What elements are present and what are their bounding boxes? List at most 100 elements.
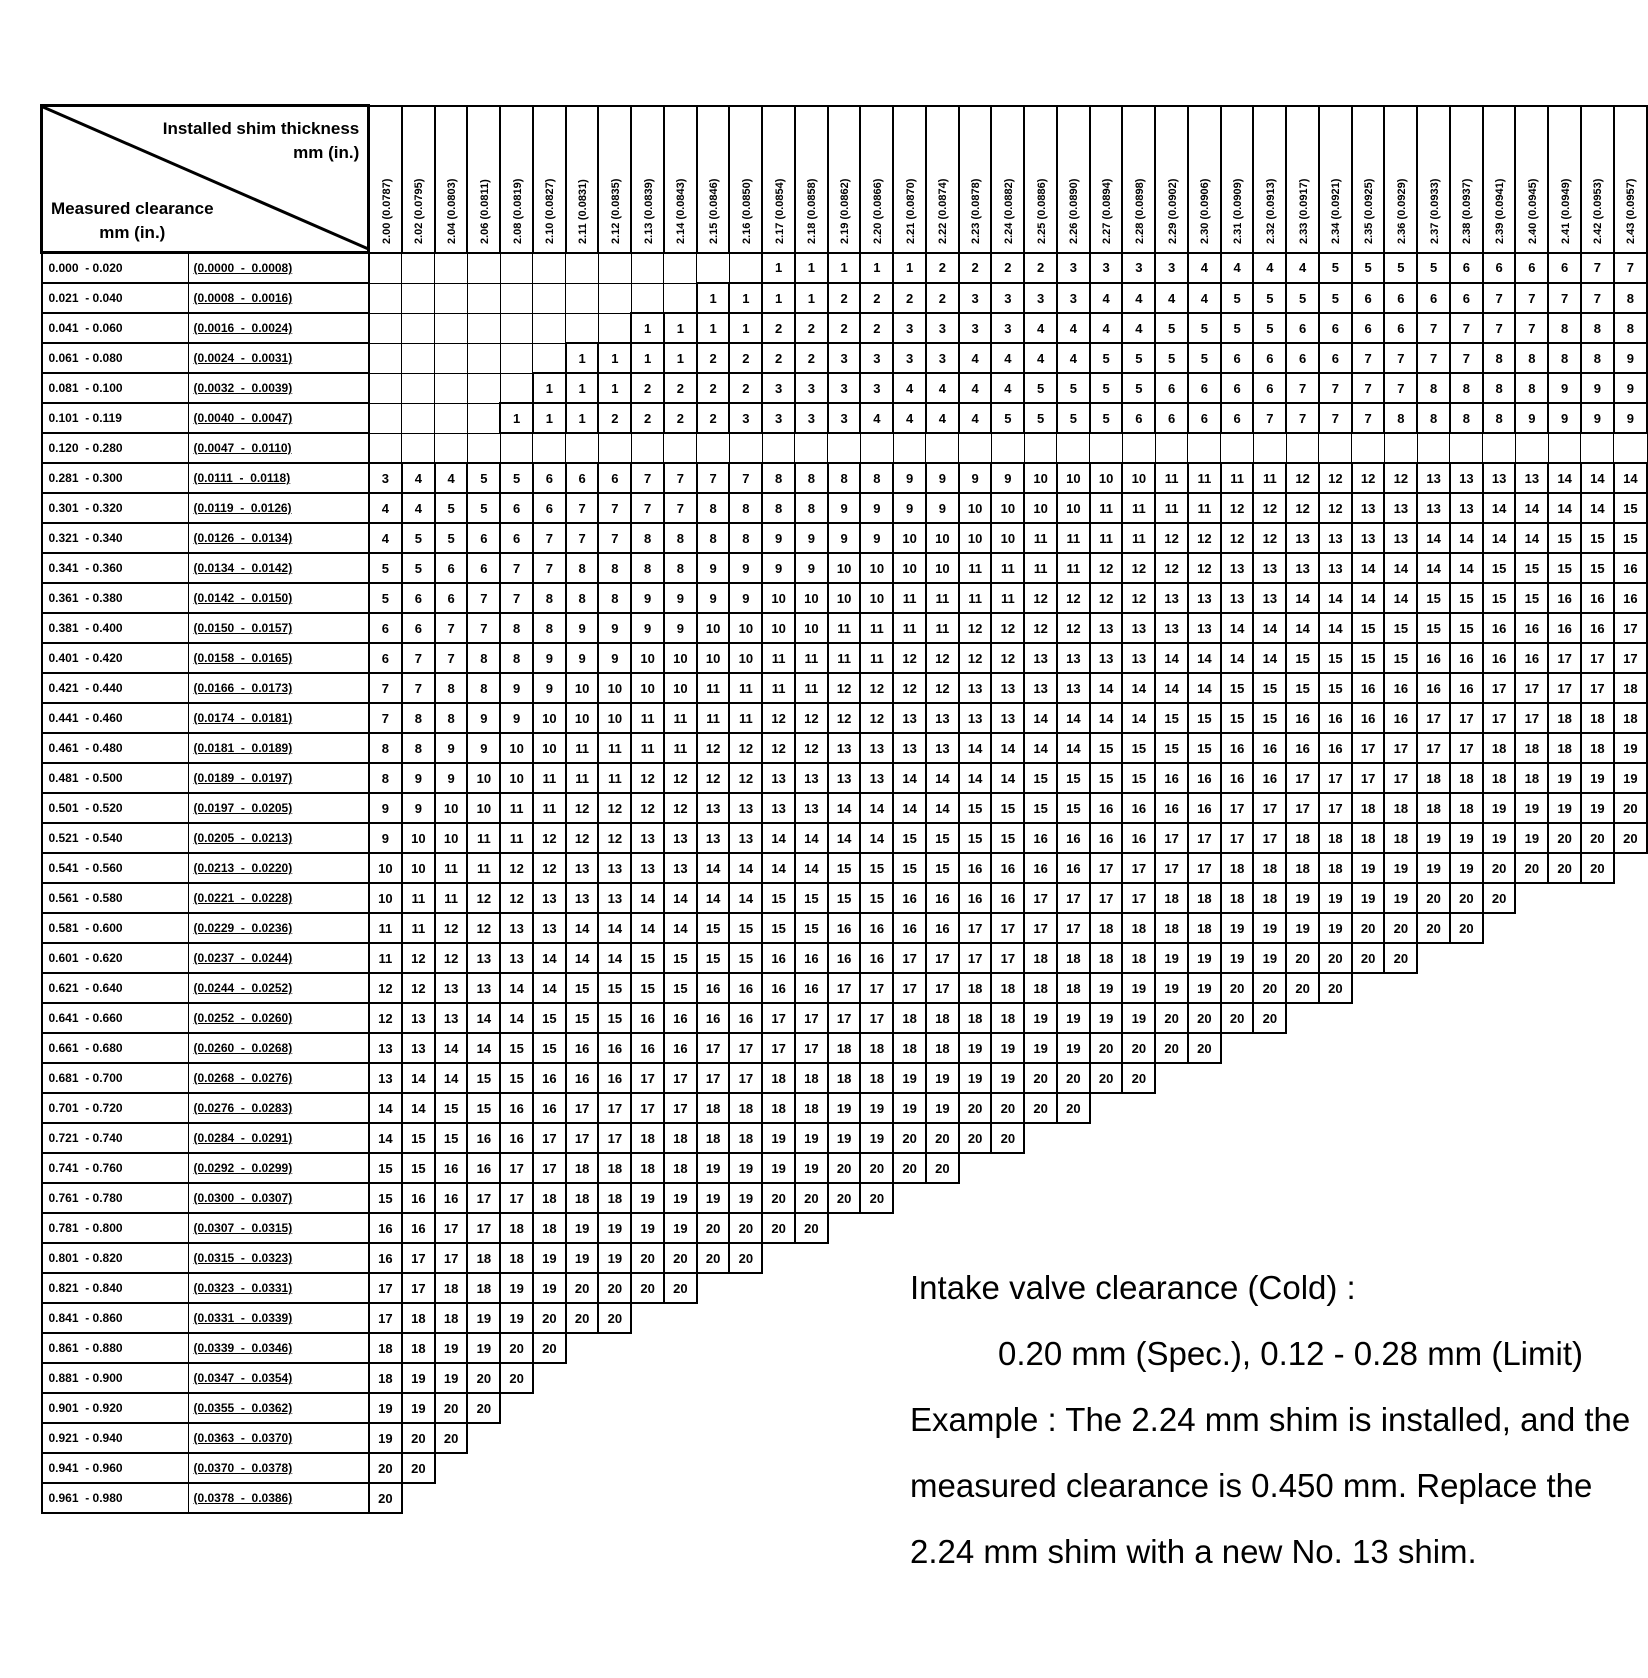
shim-number-cell: 12 (761, 732, 796, 764)
installed-shim-label-line1: Installed shim thickness (162, 119, 360, 138)
empty-area (729, 1393, 762, 1423)
shim-number-cell: 9 (924, 462, 960, 494)
shim-number-cell: 14 (826, 792, 862, 824)
shim-number-cell: 14 (1514, 492, 1550, 524)
row-clearance-inch: (0.0315 - 0.0323) (188, 1242, 370, 1274)
shim-number-cell: 15 (1579, 552, 1615, 584)
shim-number-cell: 2 (662, 372, 698, 404)
shim-number-cell: 13 (367, 1032, 403, 1064)
shim-number-cell: 19 (400, 1362, 436, 1394)
shim-number-cell: 8 (433, 702, 469, 734)
shim-number-cell: 17 (499, 1182, 534, 1214)
empty-area (860, 1423, 893, 1453)
blank-cell (532, 252, 567, 284)
shim-number-cell: 19 (400, 1392, 436, 1424)
shim-number-cell: 16 (662, 1032, 698, 1064)
shim-number-cell: 14 (1055, 732, 1091, 764)
shim-number-cell: 1 (793, 251, 829, 284)
shim-number-cell: 9 (630, 582, 665, 614)
column-header-shim-thickness: 2.39 (0.0941) (1481, 104, 1517, 254)
empty-area (1024, 1123, 1057, 1153)
shim-number-cell: 18 (1416, 792, 1451, 824)
shim-number-cell: 15 (1055, 762, 1091, 794)
shim-number-cell: 14 (1350, 582, 1386, 614)
shim-number-cell: 16 (924, 882, 960, 914)
shim-number-cell: 10 (499, 762, 534, 794)
shim-number-cell: 9 (499, 702, 534, 734)
shim-number-cell: 10 (1088, 462, 1124, 494)
column-header-label: 2.19 (0.0862) (839, 178, 852, 244)
empty-area (1515, 913, 1548, 943)
shim-number-cell: 14 (695, 852, 731, 884)
shim-number-cell: 18 (892, 1002, 927, 1034)
empty-area (697, 1273, 730, 1303)
shim-number-cell: 16 (892, 882, 927, 914)
shim-number-cell: 16 (1154, 792, 1189, 824)
row-clearance-mm: 0.541 - 0.560 (40, 852, 190, 884)
shim-number-cell: 13 (597, 882, 633, 914)
shim-number-cell: 9 (859, 522, 895, 554)
shim-number-cell: 5 (1121, 342, 1157, 374)
shim-number-cell: 19 (597, 1212, 633, 1244)
shim-number-cell: 19 (433, 1362, 469, 1394)
row-clearance-mm: 0.941 - 0.960 (40, 1452, 190, 1484)
empty-area (1319, 1213, 1352, 1243)
column-header-label: 2.34 (0.0921) (1330, 178, 1343, 244)
empty-area (1515, 943, 1548, 973)
shim-number-cell: 14 (826, 822, 862, 854)
empty-area (664, 1393, 697, 1423)
shim-number-cell: 10 (793, 582, 829, 614)
shim-number-cell: 15 (564, 972, 600, 1004)
shim-number-cell: 12 (695, 732, 731, 764)
shim-number-cell: 19 (1252, 912, 1288, 944)
row-clearance-mm: 0.381 - 0.400 (40, 612, 190, 644)
shim-number-cell: 12 (1088, 552, 1124, 584)
empty-area (435, 1453, 468, 1483)
shim-number-cell: 19 (1317, 912, 1353, 944)
shim-number-cell: 19 (826, 1122, 862, 1154)
empty-area (762, 1243, 795, 1273)
column-header-label: 2.29 (0.0902) (1166, 178, 1179, 244)
empty-area (762, 1423, 795, 1453)
empty-area (1417, 973, 1450, 1003)
column-header-label: 2.27 (0.0894) (1101, 178, 1114, 244)
shim-number-cell: 11 (859, 612, 895, 644)
shim-number-cell: 9 (433, 762, 469, 794)
shim-number-cell: 9 (400, 762, 436, 794)
shim-number-cell: 17 (400, 1242, 436, 1274)
shim-number-cell: 14 (1383, 552, 1419, 584)
shim-number-cell: 19 (630, 1182, 665, 1214)
shim-number-cell: 18 (400, 1332, 436, 1364)
shim-number-cell: 10 (793, 612, 829, 644)
shim-number-cell: 16 (1448, 672, 1484, 704)
shim-number-cell: 8 (859, 462, 895, 494)
shim-number-cell: 18 (1023, 942, 1058, 974)
shim-number-cell: 10 (400, 852, 436, 884)
shim-number-cell: 19 (1448, 852, 1484, 884)
empty-area (631, 1303, 664, 1333)
blank-cell (499, 312, 534, 344)
empty-area (1417, 1123, 1450, 1153)
blank-cell (1285, 432, 1320, 464)
column-header-label: 2.42 (0.0953) (1592, 178, 1605, 244)
empty-area (1352, 973, 1385, 1003)
shim-number-cell: 20 (367, 1452, 403, 1484)
shim-number-cell: 16 (1547, 582, 1582, 614)
row-clearance-inch: (0.0047 - 0.0110) (188, 432, 370, 464)
empty-area (697, 1363, 730, 1393)
shim-number-cell: 4 (1154, 282, 1189, 314)
shim-number-cell: 5 (1055, 372, 1091, 404)
column-header-label: 2.32 (0.0913) (1264, 178, 1277, 244)
row-clearance-inch: (0.0024 - 0.0031) (188, 342, 370, 374)
shim-number-cell: 3 (826, 372, 862, 404)
blank-cell (434, 372, 468, 404)
row-clearance-mm: 0.081 - 0.100 (40, 372, 190, 404)
empty-area (1384, 1093, 1417, 1123)
column-header-shim-thickness: 2.41 (0.0949) (1547, 104, 1582, 254)
blank-cell (368, 252, 403, 284)
shim-number-cell: 9 (892, 492, 927, 524)
shim-number-cell: 16 (761, 972, 796, 1004)
